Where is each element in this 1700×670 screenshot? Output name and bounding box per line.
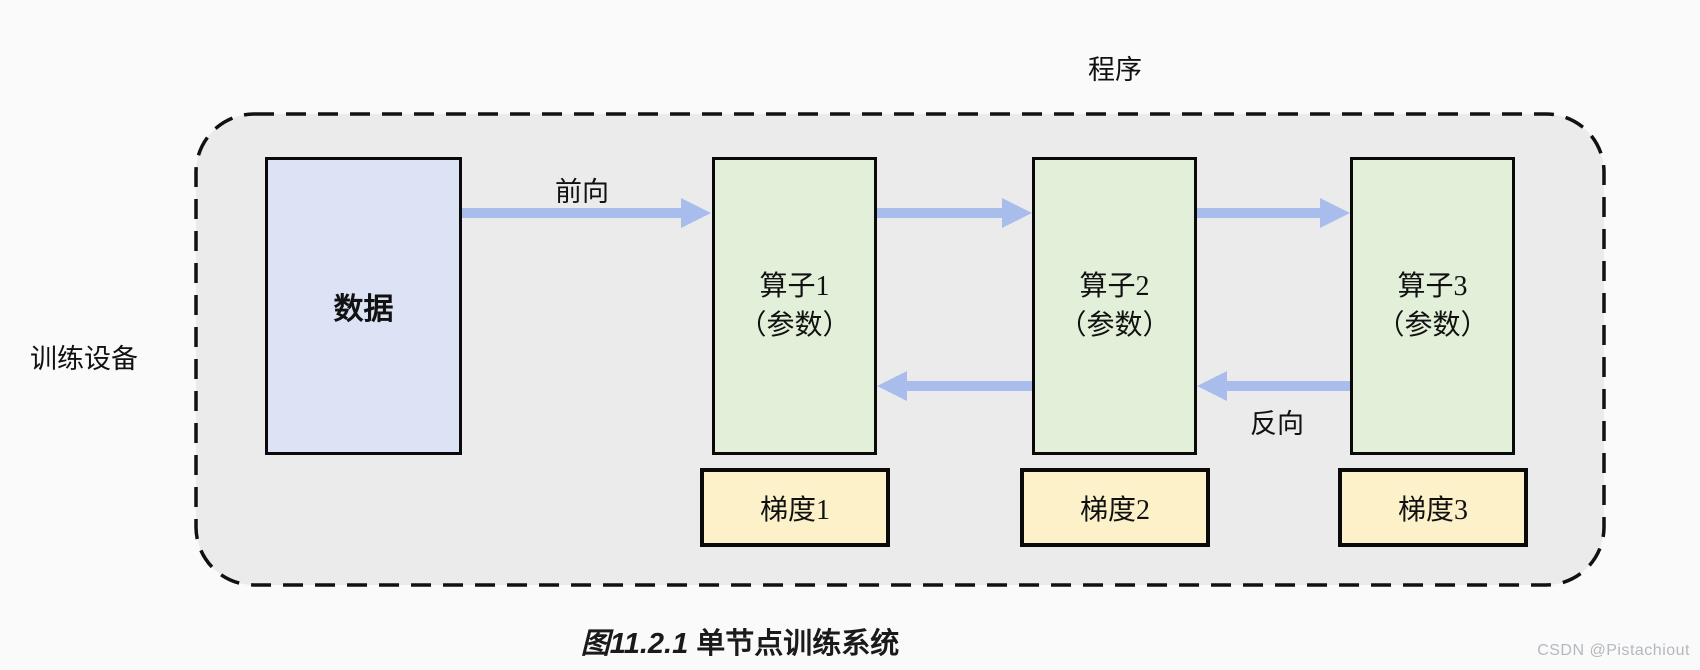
gradient-2-label: 梯度2 [1079,494,1150,526]
backward-arrow-2-head [1197,371,1227,401]
forward-arrow-3-shaft [1197,208,1320,218]
forward-arrow-1-head [681,198,711,228]
watermark: CSDN @Pistachiout [1537,642,1690,659]
operator-2-name: 算子2 [1079,270,1150,302]
training-device-label: 训练设备 [30,344,138,374]
gradient-1-label: 梯度1 [759,494,830,526]
backward-label: 反向 [1250,409,1304,439]
device-boundary-rect [194,112,1606,587]
figure-title: 单节点训练系统 [696,628,900,660]
backward-arrow-1-shaft [907,381,1032,391]
operator-box-2: 算子2 （参数） [1032,157,1197,455]
forward-arrow-1-shaft [462,208,681,218]
program-label: 程序 [1088,55,1142,85]
operator-1-name: 算子1 [759,270,830,302]
gradient-3-label: 梯度3 [1397,494,1468,526]
figure-number: 图11.2.1 [580,628,689,660]
gradient-box-2: 梯度2 [1020,468,1210,547]
forward-label: 前向 [555,177,609,207]
backward-arrow-2-shaft [1227,381,1350,391]
operator-box-1: 算子1 （参数） [712,157,877,455]
forward-arrow-2-shaft [877,208,1002,218]
gradient-box-1: 梯度1 [700,468,890,547]
operator-box-3: 算子3 （参数） [1350,157,1515,455]
data-box: 数据 [265,157,462,455]
forward-arrow-3-head [1320,198,1350,228]
operator-2-param: （参数） [1058,310,1171,341]
gradient-box-3: 梯度3 [1338,468,1528,547]
backward-arrow-1-head [877,371,907,401]
figure-caption: 图11.2.1 单节点训练系统 [390,620,1090,662]
operator-3-name: 算子3 [1397,270,1468,302]
operator-3-param: （参数） [1376,310,1489,341]
forward-arrow-2-head [1002,198,1032,228]
device-boundary [194,112,1606,587]
operator-1-param: （参数） [738,310,851,341]
data-box-label: 数据 [333,293,394,326]
